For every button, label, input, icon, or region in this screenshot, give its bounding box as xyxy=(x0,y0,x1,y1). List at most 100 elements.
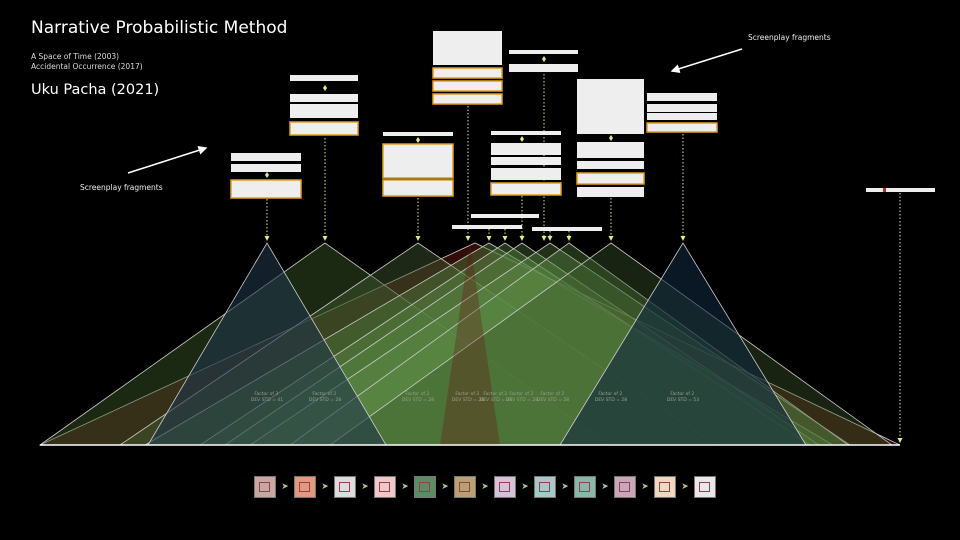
diamond-marker xyxy=(542,56,546,62)
fragment-card xyxy=(433,31,502,65)
fragment-card-highlighted xyxy=(432,93,503,105)
fragment-marker xyxy=(883,188,886,192)
diamond-marker xyxy=(323,85,327,91)
annotation-arrow-left xyxy=(127,146,208,174)
thumbnail-image[interactable] xyxy=(454,476,476,498)
fragment-card xyxy=(577,187,644,197)
factor-label-2: Factor of 2 DEV STD = 28 xyxy=(309,391,341,403)
factor-labels: Factor of 3 DEV STD = 41 Factor of 2 DEV… xyxy=(251,391,699,403)
arrow-right-icon: ➤ xyxy=(681,482,689,492)
factor-label-1: Factor of 3 DEV STD = 41 xyxy=(251,391,283,403)
fragment-card xyxy=(290,104,358,118)
fragment-card xyxy=(491,131,561,135)
fragment-card-highlighted xyxy=(382,143,454,179)
diamond-markers xyxy=(265,56,613,178)
fragment-stack-5 xyxy=(509,50,578,72)
fragment-stack-1 xyxy=(230,153,302,199)
thumbnail-image[interactable] xyxy=(614,476,636,498)
factor-label-3: Factor of 2 DEV STD = 28 xyxy=(402,391,434,403)
annotation-arrow-right xyxy=(670,48,743,74)
fragment-card xyxy=(577,142,644,158)
thumbnail-image[interactable] xyxy=(294,476,316,498)
annotation-right: Screenplay fragments xyxy=(748,33,831,42)
thumbnail-mark xyxy=(299,482,310,492)
thumbnail-mark xyxy=(339,482,350,492)
fragment-card xyxy=(491,168,561,180)
arrow-right-icon: ➤ xyxy=(561,482,569,492)
fragment-card xyxy=(866,188,935,192)
arrow-right-icon: ➤ xyxy=(361,482,369,492)
thumbnail-image[interactable] xyxy=(494,476,516,498)
factor-label-4: Factor of 2 DEV STD = 28 xyxy=(452,391,484,403)
thumbnail-image[interactable] xyxy=(534,476,556,498)
fragment-card xyxy=(509,50,578,54)
current-work-title: Uku Pacha (2021) xyxy=(31,82,160,98)
factor-label-6: Factor of 2 DEV STD = 28 xyxy=(506,391,538,403)
thumbnail-mark xyxy=(539,482,550,492)
thumbnail-image[interactable] xyxy=(574,476,596,498)
fragment-card-highlighted xyxy=(289,121,359,136)
diamond-marker xyxy=(416,137,420,143)
factor-label-7: Factor of 2 DEV STD = 28 xyxy=(537,391,569,403)
thumbnail-image[interactable] xyxy=(374,476,396,498)
thumbnail-image[interactable] xyxy=(254,476,276,498)
arrow-right-icon: ➤ xyxy=(401,482,409,492)
annotation-left: Screenplay fragments xyxy=(80,183,163,192)
arrow-right-icon: ➤ xyxy=(321,482,329,492)
fragment-stack-7 xyxy=(576,79,645,197)
factor-label-5: Factor of 2 DEV STD = 28 xyxy=(480,391,512,403)
arrow-right-icon: ➤ xyxy=(281,482,289,492)
arrow-right-icon: ➤ xyxy=(601,482,609,492)
fragment-card xyxy=(577,79,644,134)
fragment-card xyxy=(452,225,522,229)
fragment-card xyxy=(647,113,717,120)
arrow-right-icon: ➤ xyxy=(641,482,649,492)
fragment-card xyxy=(491,143,561,155)
factor-label-8: Factor of 2 DEV STD = 28 xyxy=(595,391,627,403)
thumbnail-mark xyxy=(499,482,510,492)
fragment-card-highlighted xyxy=(432,80,503,92)
thumbnail-image[interactable] xyxy=(334,476,356,498)
fragment-card xyxy=(577,161,644,169)
fragment-stack-2 xyxy=(289,75,359,136)
arrow-right-icon: ➤ xyxy=(521,482,529,492)
fragment-card xyxy=(471,214,539,218)
fragment-card xyxy=(647,93,717,101)
fragment-stack-4 xyxy=(432,31,503,105)
fragment-card xyxy=(383,132,453,136)
thumbnail-mark xyxy=(619,482,630,492)
probability-triangles xyxy=(38,242,901,446)
thumbnail-mark xyxy=(419,482,430,492)
fragment-card-highlighted xyxy=(382,179,454,197)
fragment-card-highlighted xyxy=(490,182,562,196)
fragment-stack-3 xyxy=(382,132,454,197)
fragment-card xyxy=(231,164,301,172)
connectors xyxy=(264,74,903,443)
fragment-stack-8 xyxy=(646,93,718,133)
thumbnail-mark xyxy=(659,482,670,492)
thumbnail-image[interactable] xyxy=(414,476,436,498)
fragment-card xyxy=(491,157,561,165)
thumbnail-image[interactable] xyxy=(654,476,676,498)
fragment-card xyxy=(509,64,578,72)
diamond-marker xyxy=(609,135,613,141)
fragment-card-highlighted xyxy=(230,179,302,199)
thumbnail-mark xyxy=(379,482,390,492)
fragment-card xyxy=(231,153,301,161)
fragment-stack-far-right xyxy=(866,188,935,192)
diamond-marker xyxy=(265,172,269,178)
triangle-center-red xyxy=(440,243,500,445)
fragment-card-highlighted xyxy=(432,67,503,79)
work-item-1: A Space of Time (2003) xyxy=(31,52,120,61)
fragment-card-highlighted xyxy=(576,172,645,185)
fragment-stack-small xyxy=(452,214,602,231)
fragment-card xyxy=(647,104,717,112)
factor-label-9: Factor of 2 DEV STD = 53 xyxy=(667,391,699,403)
thumbnail-mark xyxy=(699,482,710,492)
fragment-card xyxy=(290,94,358,102)
thumbnail-image[interactable] xyxy=(694,476,716,498)
page-title: Narrative Probabilistic Method xyxy=(31,18,288,38)
diamond-marker xyxy=(520,136,524,142)
thumbnail-strip: ➤➤➤➤➤➤➤➤➤➤➤ xyxy=(254,474,716,500)
